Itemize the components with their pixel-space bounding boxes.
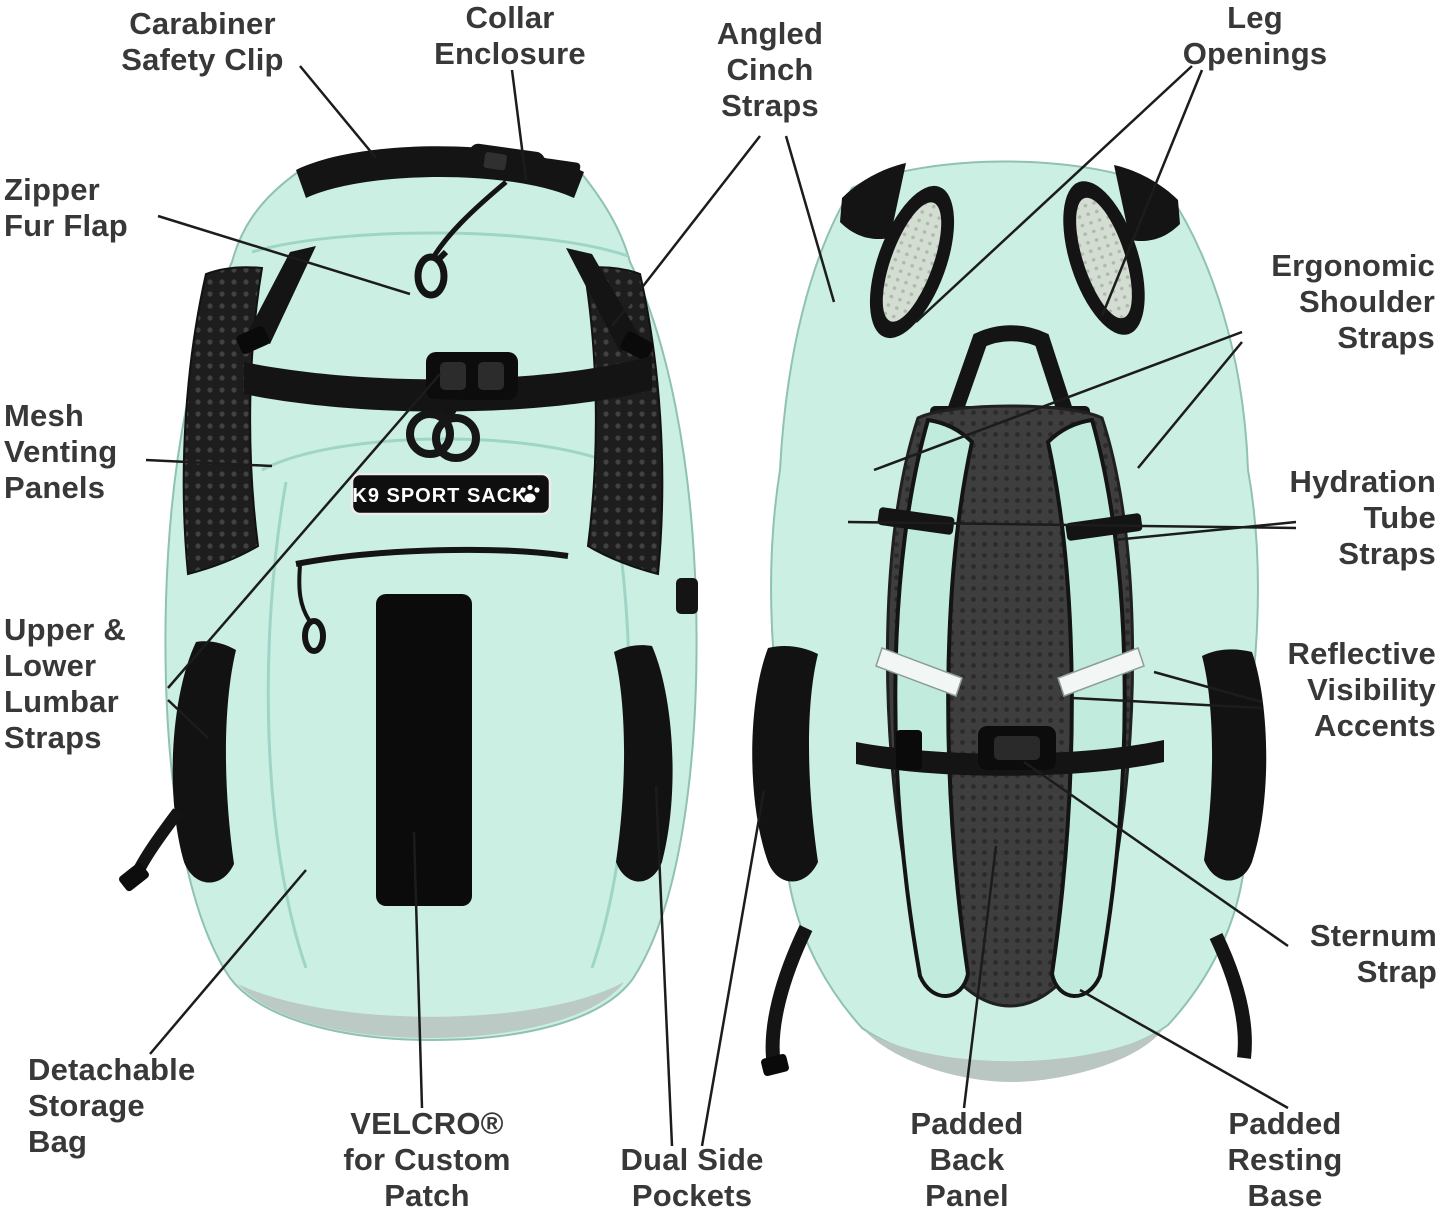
logo-text: K9 SPORT SACK [352,485,527,507]
label-collar-enclosure: Collar Enclosure [434,0,586,71]
angled-cinch-strap-left [236,246,316,354]
hydration-tube-strap-right [1065,513,1143,541]
padded-resting-base-shape [864,1028,1164,1082]
label-angled-cinch-straps: Angled Cinch Straps [716,16,824,123]
line-hydration-a [1113,520,1297,542]
paw-icon [520,484,540,503]
front-bag-bottom-shade [238,982,624,1038]
carabiner-clip-icon [414,249,449,299]
leg-opening-right [1063,181,1145,335]
line-cinch-a [611,135,761,327]
sternum-buckle [978,726,1056,770]
line-velcro [412,831,424,1109]
line-shoulder-b [1137,341,1243,469]
callout-lines [145,65,1297,1147]
reflective-stripe-left [875,647,963,697]
handle-loop [946,325,1074,417]
line-reflective-a [1153,670,1263,704]
leg-opening-left [869,185,955,339]
line-side-pockets-a [654,785,674,1147]
dangling-strap-left [765,924,813,1068]
label-zipper-fur-flap: Zipper Fur Flap [4,172,128,243]
label-padded-resting-base: Padded Resting Base [1227,1106,1343,1213]
label-carabiner-safety-clip: Carabiner Safety Clip [121,6,284,77]
line-storage-bag [149,869,307,1055]
line-zipper-flap [157,214,411,296]
line-mesh [145,458,273,468]
line-resting-base [1079,988,1289,1110]
label-leg-openings: Leg Openings [1182,0,1328,71]
sternum-slider [896,730,922,770]
line-shoulder-a [873,330,1243,472]
side-strap-loop [676,578,698,614]
label-hydration-tube-straps: Hydration Tube Straps [1289,464,1436,571]
chest-buckle [426,352,518,400]
reflective-stripe-right [1057,647,1145,697]
back-side-pocket-left [752,646,818,882]
label-velcro-custom-patch: VELCRO® for Custom Patch [343,1106,511,1213]
line-cinch-b [784,135,836,303]
back-view [752,160,1267,1082]
label-upper-lower-lumbar-straps: Upper & Lower Lumbar Straps [4,612,126,755]
seam-top [251,231,629,258]
o-rings [406,410,480,462]
label-sternum-strap: Sternum Strap [1309,918,1437,989]
line-collar [510,69,528,181]
angled-cinch-strap-right [566,248,654,361]
label-ergonomic-shoulder-straps: Ergonomic Shoulder Straps [1271,248,1435,355]
front-view: K9 SPORT SACK [119,143,698,1042]
line-sternum [1023,760,1289,948]
hydration-tube-strap-left [877,507,955,535]
label-detachable-storage-bag: Detachable Storage Bag [28,1052,196,1159]
lower-strap-buckle [119,862,149,892]
carabiner-cord [430,180,508,260]
line-back-panel [962,845,998,1109]
seam-pocket-left [266,481,308,969]
dangling-strap-right [1209,932,1252,1059]
line-carabiner [299,65,377,159]
front-side-pocket-left [172,641,236,883]
dangling-strap-tip [761,1053,789,1077]
logo-patch: K9 SPORT SACK [350,472,552,516]
line-side-pockets-b [700,789,766,1147]
label-mesh-venting-panels: Mesh Venting Panels [4,398,118,505]
zipper-pull-clip-icon [302,618,326,654]
top-corner-trim-left [840,163,906,240]
line-lumbar-b [167,699,209,739]
label-padded-back-panel: Padded Back Panel [910,1106,1024,1213]
pocket-zipper [295,546,569,567]
zipper-cord [297,565,311,622]
label-dual-side-pockets: Dual Side Pockets [620,1142,764,1213]
mesh-venting-panel-left [182,266,264,576]
line-leg-a [915,65,1193,323]
line-leg-b [1100,69,1204,317]
line-lumbar-a [167,373,441,689]
label-reflective-visibility-accents: Reflective Visibility Accents [1287,636,1436,743]
line-reflective-b [1071,696,1263,710]
line-hydration-b [847,520,1297,530]
velcro-patch-area [376,594,472,906]
